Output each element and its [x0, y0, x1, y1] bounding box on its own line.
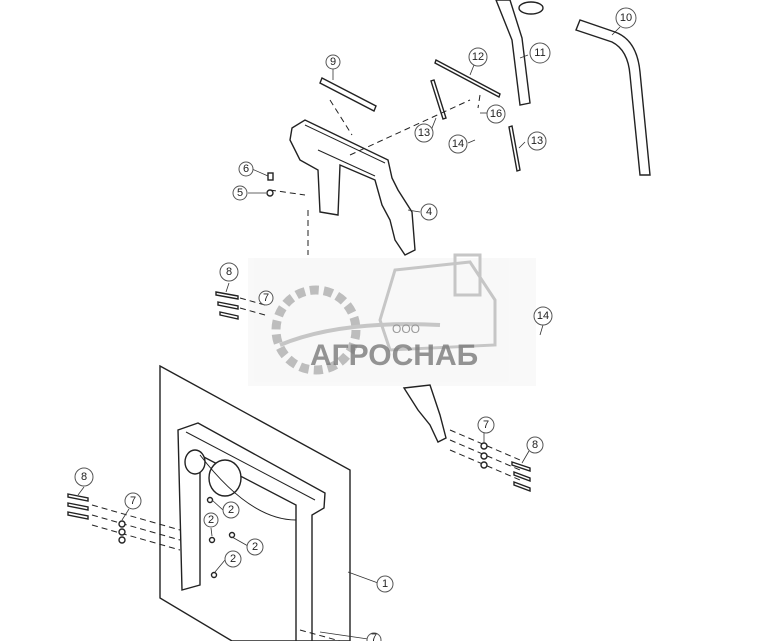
leader-lines [77, 26, 621, 640]
pin-part-2 [508, 125, 521, 172]
watermark-logo [248, 253, 536, 386]
watermark-prefix: ООО [392, 322, 420, 336]
svg-text:8: 8 [81, 471, 87, 483]
bolt-part [267, 172, 274, 181]
callout-8-right: 8 [526, 436, 544, 454]
callout-11: 11 [529, 42, 551, 64]
svg-text:2: 2 [230, 553, 236, 565]
callout-5: 5 [232, 185, 248, 201]
callout-8-lower: 8 [74, 467, 94, 487]
callout-2-b: 2 [203, 512, 219, 528]
callout-2-d: 2 [224, 550, 242, 568]
callout-14-lower: 14 [533, 306, 553, 326]
callout-6: 6 [238, 161, 254, 177]
callout-9: 9 [325, 54, 341, 70]
bent-tube-part [575, 19, 651, 176]
svg-text:2: 2 [252, 541, 258, 553]
svg-text:1: 1 [382, 578, 388, 590]
svg-text:12: 12 [472, 51, 484, 63]
callout-12: 12 [468, 47, 488, 67]
rod-part [434, 58, 501, 99]
bolt-set-right [480, 442, 531, 493]
callout-13-left: 13 [414, 123, 434, 143]
callout-13-right: 13 [527, 131, 547, 151]
svg-text:2: 2 [228, 504, 234, 516]
callout-7-right: 7 [477, 416, 495, 434]
svg-text:5: 5 [237, 187, 243, 199]
callout-2-c: 2 [246, 538, 264, 556]
callout-10: 10 [615, 7, 637, 29]
svg-text:7: 7 [130, 495, 136, 507]
bar-part [319, 77, 377, 112]
callout-16: 16 [486, 104, 506, 124]
callout-7-bottom: 7 [366, 632, 382, 641]
svg-text:14: 14 [537, 310, 549, 322]
svg-text:7: 7 [263, 292, 269, 304]
callout-14-upper: 14 [448, 134, 468, 154]
right-bracket-part [402, 384, 447, 443]
svg-text:8: 8 [226, 266, 232, 278]
svg-text:4: 4 [426, 206, 432, 218]
svg-text:9: 9 [330, 56, 336, 68]
pin-part [430, 79, 447, 120]
callout-7-lower: 7 [124, 492, 142, 510]
callout-1: 1 [376, 575, 394, 593]
svg-text:14: 14 [452, 138, 464, 150]
callout-8-upper: 8 [219, 262, 239, 282]
svg-text:13: 13 [418, 127, 430, 139]
svg-text:13: 13 [531, 135, 543, 147]
upper-frame-part [289, 119, 416, 256]
callout-7-upper: 7 [258, 290, 274, 306]
callout-2-a: 2 [222, 501, 240, 519]
post-part [495, 0, 544, 106]
lower-frame-part [177, 422, 326, 641]
svg-text:6: 6 [243, 163, 249, 175]
callout-4: 4 [420, 203, 438, 221]
svg-text:7: 7 [483, 419, 489, 431]
svg-text:10: 10 [620, 12, 632, 24]
svg-text:16: 16 [490, 108, 502, 120]
svg-text:2: 2 [208, 514, 214, 526]
svg-text:7: 7 [371, 632, 377, 641]
washer-part [266, 189, 274, 197]
bolt-set-lower [67, 493, 181, 551]
svg-text:11: 11 [534, 47, 545, 59]
watermark-brand: АГРОСНАБ [310, 339, 478, 372]
svg-text:8: 8 [532, 439, 538, 451]
bolt-set-upper [215, 291, 266, 320]
